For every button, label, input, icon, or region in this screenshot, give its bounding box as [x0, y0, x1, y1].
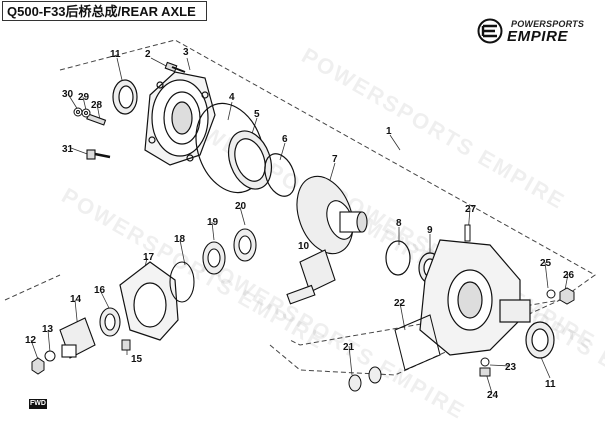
callout-19: 19	[207, 217, 219, 228]
callout-30: 30	[62, 89, 74, 100]
callout-21: 21	[343, 342, 355, 353]
callout-4: 4	[229, 92, 235, 103]
part-oil-seal-right	[525, 321, 555, 359]
callout-31: 31	[62, 144, 74, 155]
part-knuckle-housing	[119, 261, 179, 341]
part-o-ring-large	[195, 102, 265, 194]
part-ring-gear	[296, 175, 368, 255]
part-gasket-ring	[385, 240, 411, 276]
part-oil-seal-left	[99, 307, 121, 337]
part-flange-washer	[44, 350, 56, 362]
part-seal-collar	[233, 228, 257, 262]
callout-1: 1	[386, 126, 392, 137]
part-small-washer	[546, 289, 556, 299]
part-o-ring-small	[169, 261, 195, 303]
part-oil-seal-top	[112, 79, 138, 115]
callout-29: 29	[78, 92, 90, 103]
forward-direction-badge: FWD	[29, 399, 47, 409]
callout-28: 28	[91, 100, 103, 111]
callout-22: 22	[394, 298, 406, 309]
watermark-text: POWERSPORTS EMPIRE	[58, 183, 330, 355]
part-flange-housing	[144, 71, 216, 166]
part-breather-vent	[464, 224, 471, 242]
page-title: Q500-F33后桥总成/REAR AXLE	[2, 1, 207, 21]
callout-16: 16	[94, 285, 106, 296]
callout-27: 27	[465, 204, 477, 215]
part-drain-plug	[479, 367, 491, 377]
callout-17: 17	[143, 252, 155, 263]
callout-11-top: 11	[110, 49, 121, 60]
empire-logo-icon	[477, 18, 503, 44]
brand-line-1: POWERSPORTS	[511, 19, 585, 29]
part-bushing-pair	[348, 366, 382, 392]
callout-14: 14	[70, 294, 82, 305]
brand-logo: POWERSPORTS EMPIRE	[477, 18, 599, 45]
callout-26: 26	[563, 270, 575, 281]
part-knuckle-bolt	[121, 339, 131, 351]
part-flange-nut	[31, 357, 45, 375]
part-shim	[264, 153, 296, 197]
part-bearing-large	[227, 130, 273, 190]
callout-3: 3	[183, 47, 189, 58]
part-drain-washer	[480, 357, 490, 367]
part-housing-gasket	[394, 314, 441, 371]
callout-18: 18	[174, 234, 186, 245]
part-bolts	[86, 61, 186, 160]
callout-labels: 1 2 3 4 5 6 7 8 9 10 11 11 12 13 14 15 1…	[25, 47, 575, 401]
callout-20: 20	[235, 201, 247, 212]
callout-2: 2	[145, 49, 151, 60]
callout-10: 10	[298, 241, 310, 252]
callout-23: 23	[505, 362, 517, 373]
callout-13: 13	[42, 324, 54, 335]
callout-9: 9	[427, 225, 433, 236]
callout-8: 8	[396, 218, 402, 229]
callout-15: 15	[131, 354, 143, 365]
part-drain-nut	[559, 287, 575, 305]
brand-line-2: EMPIRE	[507, 28, 569, 45]
callout-6: 6	[282, 134, 288, 145]
callout-24: 24	[487, 390, 499, 401]
part-pinion-gear	[286, 249, 336, 305]
callout-5: 5	[254, 109, 260, 120]
part-washers	[73, 107, 91, 118]
part-bearing-small	[202, 241, 226, 275]
callout-12: 12	[25, 335, 37, 346]
part-output-flange	[59, 317, 96, 359]
callout-11-right: 11	[545, 379, 556, 390]
part-differential-housing	[419, 239, 531, 356]
callout-7: 7	[332, 154, 338, 165]
callout-25: 25	[540, 258, 552, 269]
